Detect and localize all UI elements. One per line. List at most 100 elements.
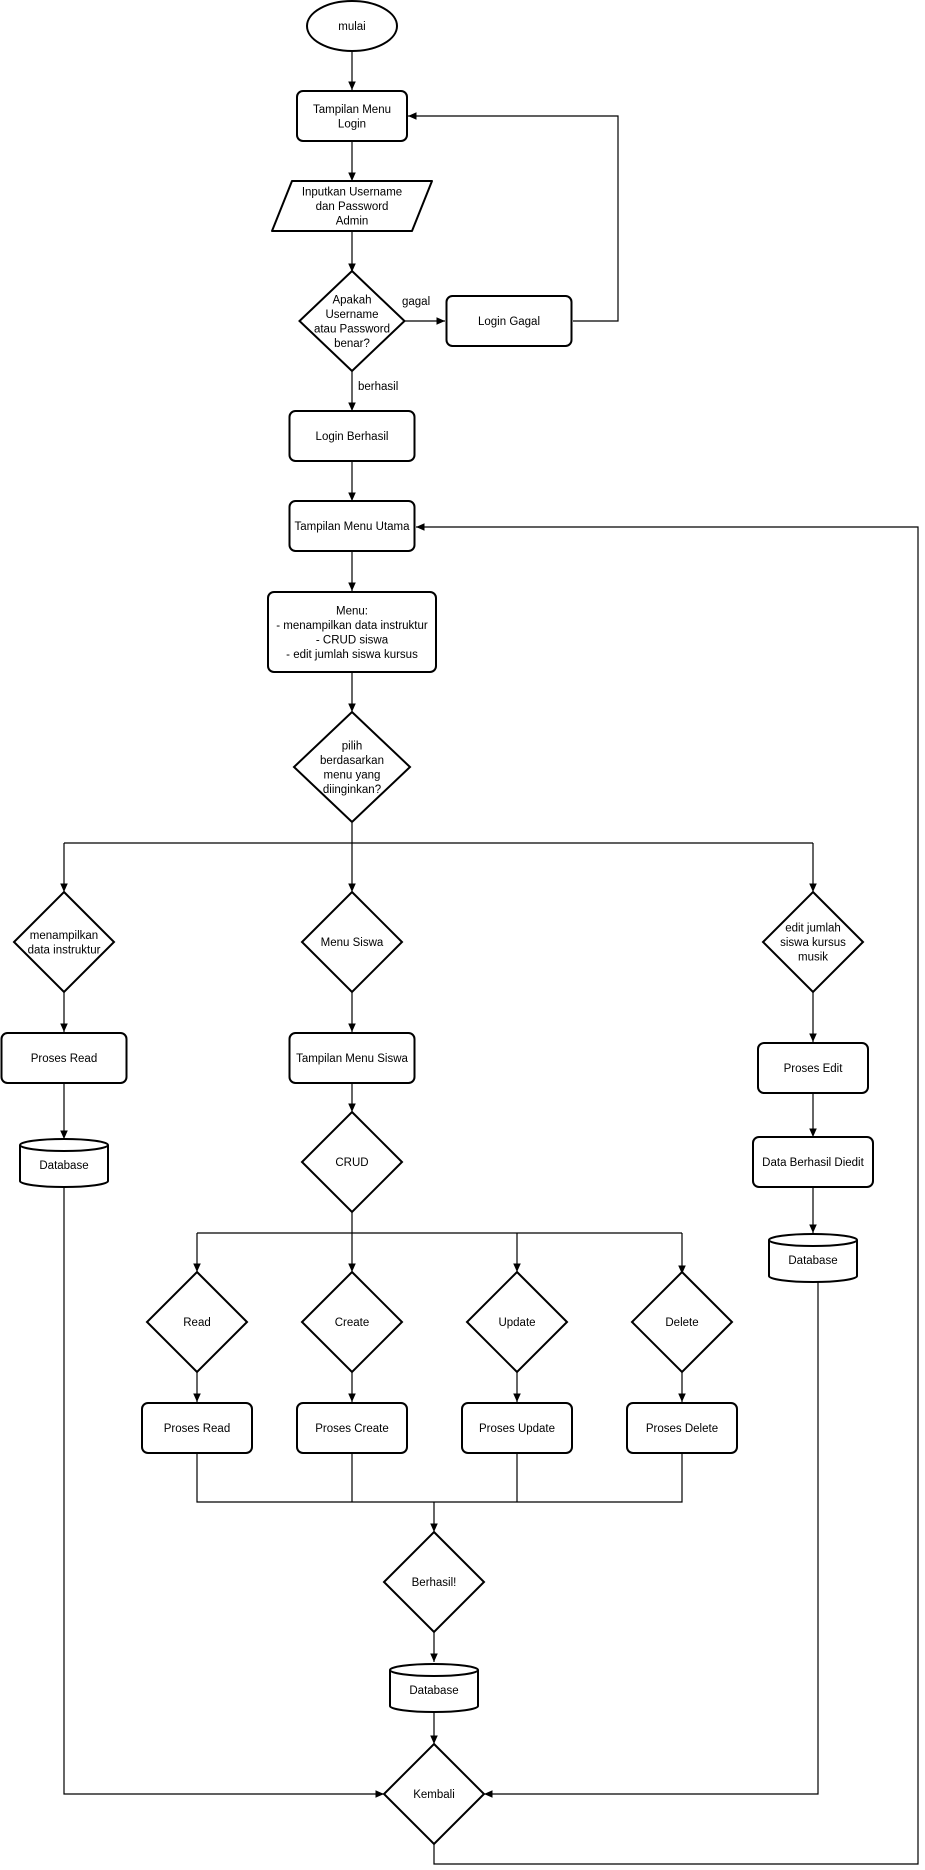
crud-label-line-1: CRUD xyxy=(335,1157,368,1169)
check-login-label-line-2: Username xyxy=(325,309,378,321)
crud-diamond xyxy=(300,1110,404,1214)
edit-process-box xyxy=(757,1042,869,1094)
node-create: Create xyxy=(300,1270,404,1374)
check-login-label-line-1: Apakah xyxy=(332,294,371,306)
check-login-label-line-4: benar? xyxy=(334,338,370,350)
update-process-box xyxy=(461,1402,573,1454)
create-diamond xyxy=(300,1270,404,1374)
db-right-cylinder-body xyxy=(768,1240,858,1283)
show-instructor-label-line-1: menampilkan xyxy=(30,930,98,942)
edge-failed-back-to-login-menu xyxy=(408,112,619,322)
db-right-cylinder-top xyxy=(768,1233,858,1247)
node-read-process: Proses Read xyxy=(141,1402,253,1454)
menu-list-label-line-1: Menu: xyxy=(336,605,368,617)
node-delete: Delete xyxy=(630,1270,734,1374)
delete-process-label-line-1: Proses Delete xyxy=(646,1423,718,1435)
read-process-label-line-1: Proses Read xyxy=(164,1423,230,1435)
create-label-line-1: Create xyxy=(335,1317,370,1329)
read-process-left-label-line-1: Proses Read xyxy=(31,1053,97,1065)
node-delete-process: Proses Delete xyxy=(626,1402,738,1454)
input-credentials-label-line-1: Inputkan Username xyxy=(302,187,402,199)
main-menu-box xyxy=(288,500,416,552)
edit-count-label-line-2: siswa kursus xyxy=(780,937,846,949)
db-center-label-line-1: Database xyxy=(409,1685,458,1697)
db-left-cylinder-body xyxy=(19,1145,109,1188)
menu-list-label-line-4: - edit jumlah siswa kursus xyxy=(286,649,418,661)
login-success-box xyxy=(288,410,416,462)
show-instructor-label-line-2: data instruktur xyxy=(28,944,101,956)
db-left-label-line-1: Database xyxy=(39,1160,88,1172)
node-main-menu: Tampilan Menu Utama xyxy=(288,500,416,552)
node-update-process: Proses Update xyxy=(461,1402,573,1454)
read-process-left-box xyxy=(0,1032,128,1084)
login-menu-label-line-2: Login xyxy=(338,118,366,130)
update-process-label-line-1: Proses Update xyxy=(479,1423,555,1435)
login-menu-label-line-1: Tampilan Menu xyxy=(313,104,391,116)
delete-label-line-1: Delete xyxy=(665,1317,698,1329)
node-success-check: Berhasil! xyxy=(382,1530,486,1634)
db-left-cylinder-top xyxy=(19,1138,109,1152)
edge-db-right-to-back xyxy=(484,1282,819,1798)
connector-lines xyxy=(60,52,919,1865)
db-right-label-line-1: Database xyxy=(788,1255,837,1267)
success-check-label-line-1: Berhasil! xyxy=(412,1577,457,1589)
read-process-box xyxy=(141,1402,253,1454)
choose-menu-label-line-2: berdasarkan xyxy=(320,755,384,767)
delete-process-box xyxy=(626,1402,738,1454)
create-process-label-line-1: Proses Create xyxy=(315,1423,389,1435)
edge-label-gagal: gagal xyxy=(402,296,430,308)
input-credentials-parallelogram xyxy=(271,180,433,232)
node-login-success: Login Berhasil xyxy=(288,410,416,462)
menu-list-label-line-2: - menampilkan data instruktur xyxy=(276,620,428,632)
back-label-line-1: Kembali xyxy=(413,1789,455,1801)
edge-label-berhasil: berhasil xyxy=(358,381,398,393)
node-menu-list: Menu: - menampilkan data instruktur - CRUD… xyxy=(267,591,437,673)
node-back: Kembali xyxy=(382,1742,486,1846)
node-show-instructor: menampilkan data instruktur xyxy=(12,890,116,994)
delete-diamond xyxy=(630,1270,734,1374)
choose-menu-label-line-3: menu yang xyxy=(324,769,381,781)
check-login-diamond xyxy=(298,269,406,373)
menu-list-box xyxy=(267,591,437,673)
menu-siswa-diamond xyxy=(300,890,404,994)
choose-menu-label-line-1: pilih xyxy=(342,740,362,752)
menu-list-label-line-3: - CRUD siswa xyxy=(316,634,389,646)
login-failed-label-line-1: Login Gagal xyxy=(478,316,540,328)
start-label-line-1: mulai xyxy=(338,21,365,33)
edge-db-left-to-back xyxy=(63,1187,384,1798)
db-center-cylinder-top xyxy=(389,1663,479,1677)
node-edit-process: Proses Edit xyxy=(757,1042,869,1094)
main-menu-label-line-1: Tampilan Menu Utama xyxy=(294,521,410,533)
choose-menu-diamond xyxy=(292,710,412,824)
show-instructor-diamond xyxy=(12,890,116,994)
update-diamond xyxy=(465,1270,569,1374)
read-diamond xyxy=(145,1270,249,1374)
edit-process-label-line-1: Proses Edit xyxy=(784,1063,844,1075)
node-student-menu: Tampilan Menu Siswa xyxy=(288,1032,416,1084)
input-credentials-label-line-2: dan Password xyxy=(316,201,389,213)
node-db-right: Database xyxy=(768,1233,858,1283)
node-edit-success: Data Berhasil Diedit xyxy=(752,1136,874,1188)
edge-processes-merge xyxy=(196,1453,683,1503)
edit-success-box xyxy=(752,1136,874,1188)
node-menu-siswa: Menu Siswa xyxy=(300,890,404,994)
check-login-label-line-3: atau Password xyxy=(314,323,390,335)
menu-siswa-label-line-1: Menu Siswa xyxy=(321,937,384,949)
login-success-label-line-1: Login Berhasil xyxy=(316,431,389,443)
node-create-process: Proses Create xyxy=(296,1402,408,1454)
node-read: Read xyxy=(145,1270,249,1374)
edit-success-label-line-1: Data Berhasil Diedit xyxy=(762,1157,864,1169)
student-menu-box xyxy=(288,1032,416,1084)
node-read-process-left: Proses Read xyxy=(0,1032,128,1084)
login-menu-box xyxy=(296,90,408,142)
student-menu-label-line-1: Tampilan Menu Siswa xyxy=(296,1053,408,1065)
node-crud: CRUD xyxy=(300,1110,404,1214)
success-check-diamond xyxy=(382,1530,486,1634)
input-credentials-label-line-3: Admin xyxy=(336,216,369,228)
